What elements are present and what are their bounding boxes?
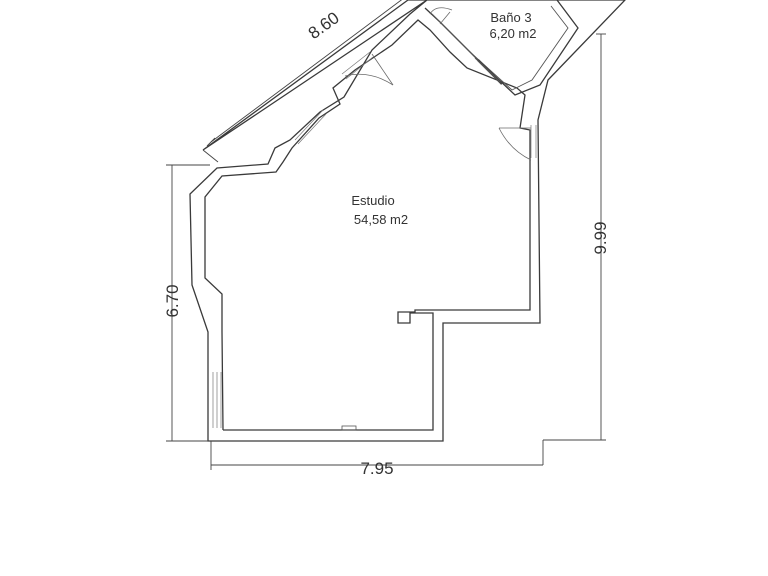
bottom-fixture xyxy=(341,425,357,431)
upper-left-window xyxy=(294,109,327,145)
dim-right-label: 9.99 xyxy=(591,221,610,254)
inner-wall-estudio xyxy=(204,19,531,431)
bano-inner xyxy=(431,5,569,91)
dim-bottom-label: 7.95 xyxy=(360,459,393,478)
outer-wall xyxy=(189,0,626,442)
right-door xyxy=(498,125,537,161)
room-estudio-name: Estudio xyxy=(351,193,394,208)
room-bano-area: 6,20 m2 xyxy=(490,26,537,41)
dim-top-diagonal-label: 8.60 xyxy=(305,8,343,43)
room-estudio-area: 54,58 m2 xyxy=(354,212,408,227)
dim-left-label: 6.70 xyxy=(163,284,182,317)
dim-bottom xyxy=(210,441,543,470)
dim-left xyxy=(166,164,210,442)
entry-door xyxy=(341,51,394,86)
left-window xyxy=(212,372,222,428)
room-bano-name: Baño 3 xyxy=(490,10,531,25)
dim-right xyxy=(542,33,606,465)
dim-top-diagonal xyxy=(202,0,403,163)
bano-door-swing xyxy=(429,7,453,25)
